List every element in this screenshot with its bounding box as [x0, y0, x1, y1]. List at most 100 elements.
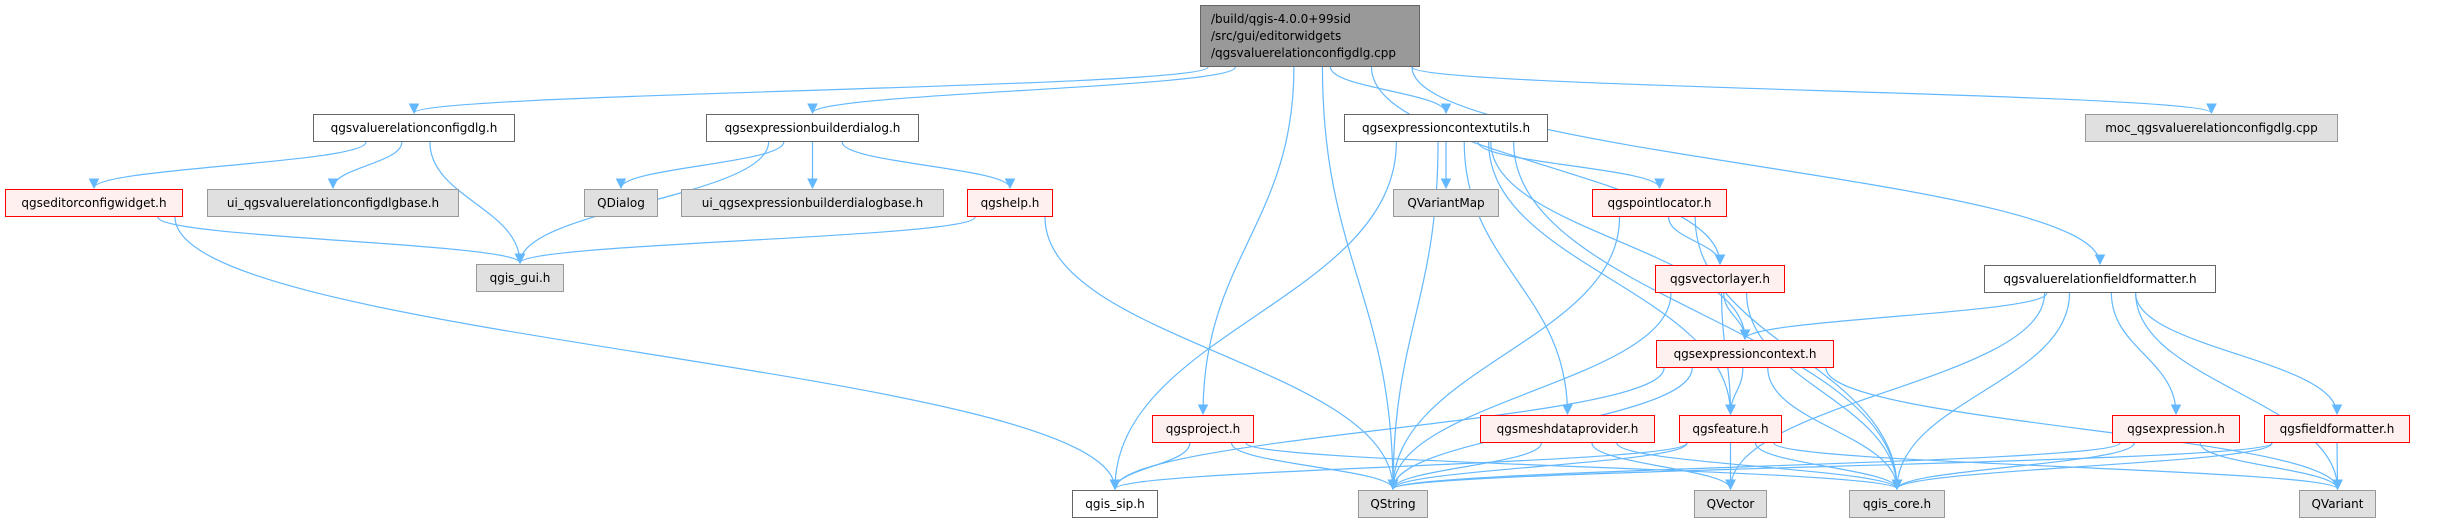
- edge-vrcdlg-to-uivr: [327, 141, 403, 190]
- node-label: moc_qgsvaluerelationconfigdlg.cpp: [2105, 121, 2318, 135]
- node-root: /build/qgis-4.0.0+99sid/src/gui/editorwi…: [1200, 5, 1420, 67]
- node-core[interactable]: qgis_core.h: [1849, 490, 1945, 518]
- node-label: qgsexpressioncontextutils.h: [1361, 121, 1531, 135]
- node-qvariant[interactable]: QVariant: [2299, 490, 2376, 518]
- node-label: qgsfeature.h: [1692, 422, 1769, 436]
- node-expr[interactable]: qgsexpression.h: [2112, 415, 2240, 443]
- edge-help-to-qstring: [1044, 216, 1399, 491]
- edge-root-to-ecutils: [1329, 66, 1452, 115]
- node-label: QDialog: [597, 196, 645, 210]
- edge-ecutils-to-mesh: [1463, 141, 1573, 416]
- edge-root-to-vrcdlg: [408, 66, 1209, 115]
- node-ecutils[interactable]: qgsexpressioncontextutils.h: [1344, 114, 1548, 142]
- node-feature[interactable]: qgsfeature.h: [1679, 415, 1782, 443]
- edge-vlayer-to-ectx: [1723, 292, 1751, 341]
- edge-project-to-sip: [1109, 442, 1191, 491]
- node-label: ui_qgsvaluerelationconfigdlgbase.h: [226, 196, 440, 210]
- node-label: ui_qgsexpressionbuilderdialogbase.h: [701, 196, 924, 210]
- node-vrcdlg[interactable]: qgsvaluerelationconfigdlg.h: [313, 114, 515, 142]
- node-uieb[interactable]: ui_qgsexpressionbuilderdialogbase.h: [681, 189, 944, 217]
- edge-project-to-core: [1245, 442, 1903, 491]
- node-ebdlg[interactable]: qgsexpressionbuilderdialog.h: [706, 114, 919, 142]
- node-ploc[interactable]: qgspointlocator.h: [1592, 189, 1727, 217]
- edge-mesh-to-qstring: [1387, 442, 1542, 491]
- node-gui[interactable]: qgis_gui.h: [476, 264, 564, 292]
- edge-ecutils-to-ploc: [1477, 141, 1665, 190]
- edge-project-to-qstring: [1230, 442, 1399, 491]
- edge-feature-to-sip: [1109, 442, 1688, 491]
- node-ectx[interactable]: qgsexpressioncontext.h: [1656, 340, 1834, 368]
- edge-feature-to-qstring: [1387, 442, 1688, 491]
- node-vrff[interactable]: qgsvaluerelationfieldformatter.h: [1984, 265, 2216, 293]
- edge-ectx-to-core: [1767, 367, 1903, 491]
- edge-vlayer-to-core: [1745, 292, 1903, 491]
- node-label: qgsvaluerelationfieldformatter.h: [2003, 272, 2197, 286]
- edge-root-to-vlayer: [1370, 66, 1726, 266]
- edge-vrcdlg-to-ecw: [88, 141, 367, 190]
- edge-vrff-to-ectx: [1739, 292, 2048, 341]
- edge-feature-to-qvariant: [1773, 442, 2343, 491]
- node-mesh[interactable]: qgsmeshdataprovider.h: [1480, 415, 1655, 443]
- edge-ecw-to-gui: [157, 216, 526, 265]
- node-label: QVariant: [2311, 497, 2364, 511]
- edge-ecutils-to-ectx: [1490, 141, 1751, 341]
- edge-ebdlg-to-help: [841, 141, 1016, 190]
- node-help[interactable]: qgshelp.h: [967, 189, 1053, 217]
- node-ecw[interactable]: qgseditorconfigwidget.h: [5, 189, 183, 217]
- node-label: qgspointlocator.h: [1607, 196, 1712, 210]
- node-qdialog[interactable]: QDialog: [584, 189, 658, 217]
- node-label: qgsvectorlayer.h: [1670, 272, 1770, 286]
- edge-ploc-to-qstring: [1387, 216, 1621, 491]
- edge-root-to-moc: [1411, 66, 2217, 115]
- edge-ff-to-qstring: [1388, 442, 2273, 491]
- node-sip[interactable]: qgis_sip.h: [1072, 490, 1158, 518]
- edge-ectx-to-qvariant: [1825, 367, 2343, 491]
- edge-ebdlg-to-qdialog: [615, 141, 785, 190]
- node-ff[interactable]: qgsfieldformatter.h: [2264, 415, 2410, 443]
- edge-root-to-ebdlg: [807, 66, 1236, 115]
- edge-vrff-to-qvariant: [2135, 292, 2343, 491]
- edge-expr-to-qvariant: [2199, 442, 2343, 491]
- node-label: qgseditorconfigwidget.h: [21, 196, 167, 210]
- edge-help-to-gui: [514, 216, 976, 265]
- edge-expr-to-qstring: [1387, 442, 2121, 491]
- edge-vrff-to-expr: [2110, 292, 2182, 416]
- edge-root-to-vrff: [1411, 66, 2106, 266]
- node-label: qgsexpression.h: [2127, 422, 2225, 436]
- edge-ectx-to-feature: [1725, 367, 1744, 416]
- node-vlayer[interactable]: qgsvectorlayer.h: [1655, 265, 1785, 293]
- edge-root-to-project: [1197, 66, 1295, 416]
- node-moc[interactable]: moc_qgsvaluerelationconfigdlg.cpp: [2085, 114, 2338, 142]
- node-label: qgsexpressionbuilderdialog.h: [724, 121, 901, 135]
- node-label: qgsvaluerelationconfigdlg.h: [330, 121, 498, 135]
- root-file-path-line: /qgsvaluerelationconfigdlg.cpp: [1211, 45, 1396, 60]
- node-label: QVariantMap: [1407, 196, 1485, 210]
- edge-ecutils-to-core: [1513, 141, 1903, 491]
- node-qvmap[interactable]: QVariantMap: [1393, 189, 1499, 217]
- edge-vlayer-to-qstring: [1387, 292, 1672, 491]
- node-uivr[interactable]: ui_qgsvaluerelationconfigdlgbase.h: [207, 189, 459, 217]
- edge-ploc-to-vlayer: [1667, 216, 1726, 266]
- edge-vrcdlg-to-gui: [429, 141, 526, 265]
- edge-ecutils-to-sip: [1109, 141, 1397, 491]
- node-label: qgshelp.h: [980, 196, 1040, 210]
- node-qstring[interactable]: QString: [1358, 490, 1428, 518]
- node-label: QVector: [1706, 497, 1755, 511]
- node-label: qgsfieldformatter.h: [2279, 422, 2395, 436]
- edge-vrff-to-ff: [2134, 292, 2343, 416]
- node-qvector[interactable]: QVector: [1694, 490, 1767, 518]
- root-file-path-line: /build/qgis-4.0.0+99sid: [1211, 11, 1351, 26]
- node-project[interactable]: qgsproject.h: [1152, 415, 1254, 443]
- root-file-path-line: /src/gui/editorwidgets: [1211, 28, 1342, 43]
- node-label: qgis_sip.h: [1085, 497, 1145, 511]
- node-label: qgsmeshdataprovider.h: [1496, 422, 1639, 436]
- node-label: QString: [1370, 497, 1416, 511]
- edge-mesh-to-qvector: [1591, 442, 1736, 491]
- node-label: qgis_core.h: [1862, 497, 1932, 511]
- edge-ecw-to-sip: [174, 216, 1121, 491]
- edge-ecutils-to-feature: [1488, 141, 1736, 416]
- node-label: qgis_gui.h: [489, 271, 551, 285]
- node-label: qgsexpressioncontext.h: [1673, 347, 1817, 361]
